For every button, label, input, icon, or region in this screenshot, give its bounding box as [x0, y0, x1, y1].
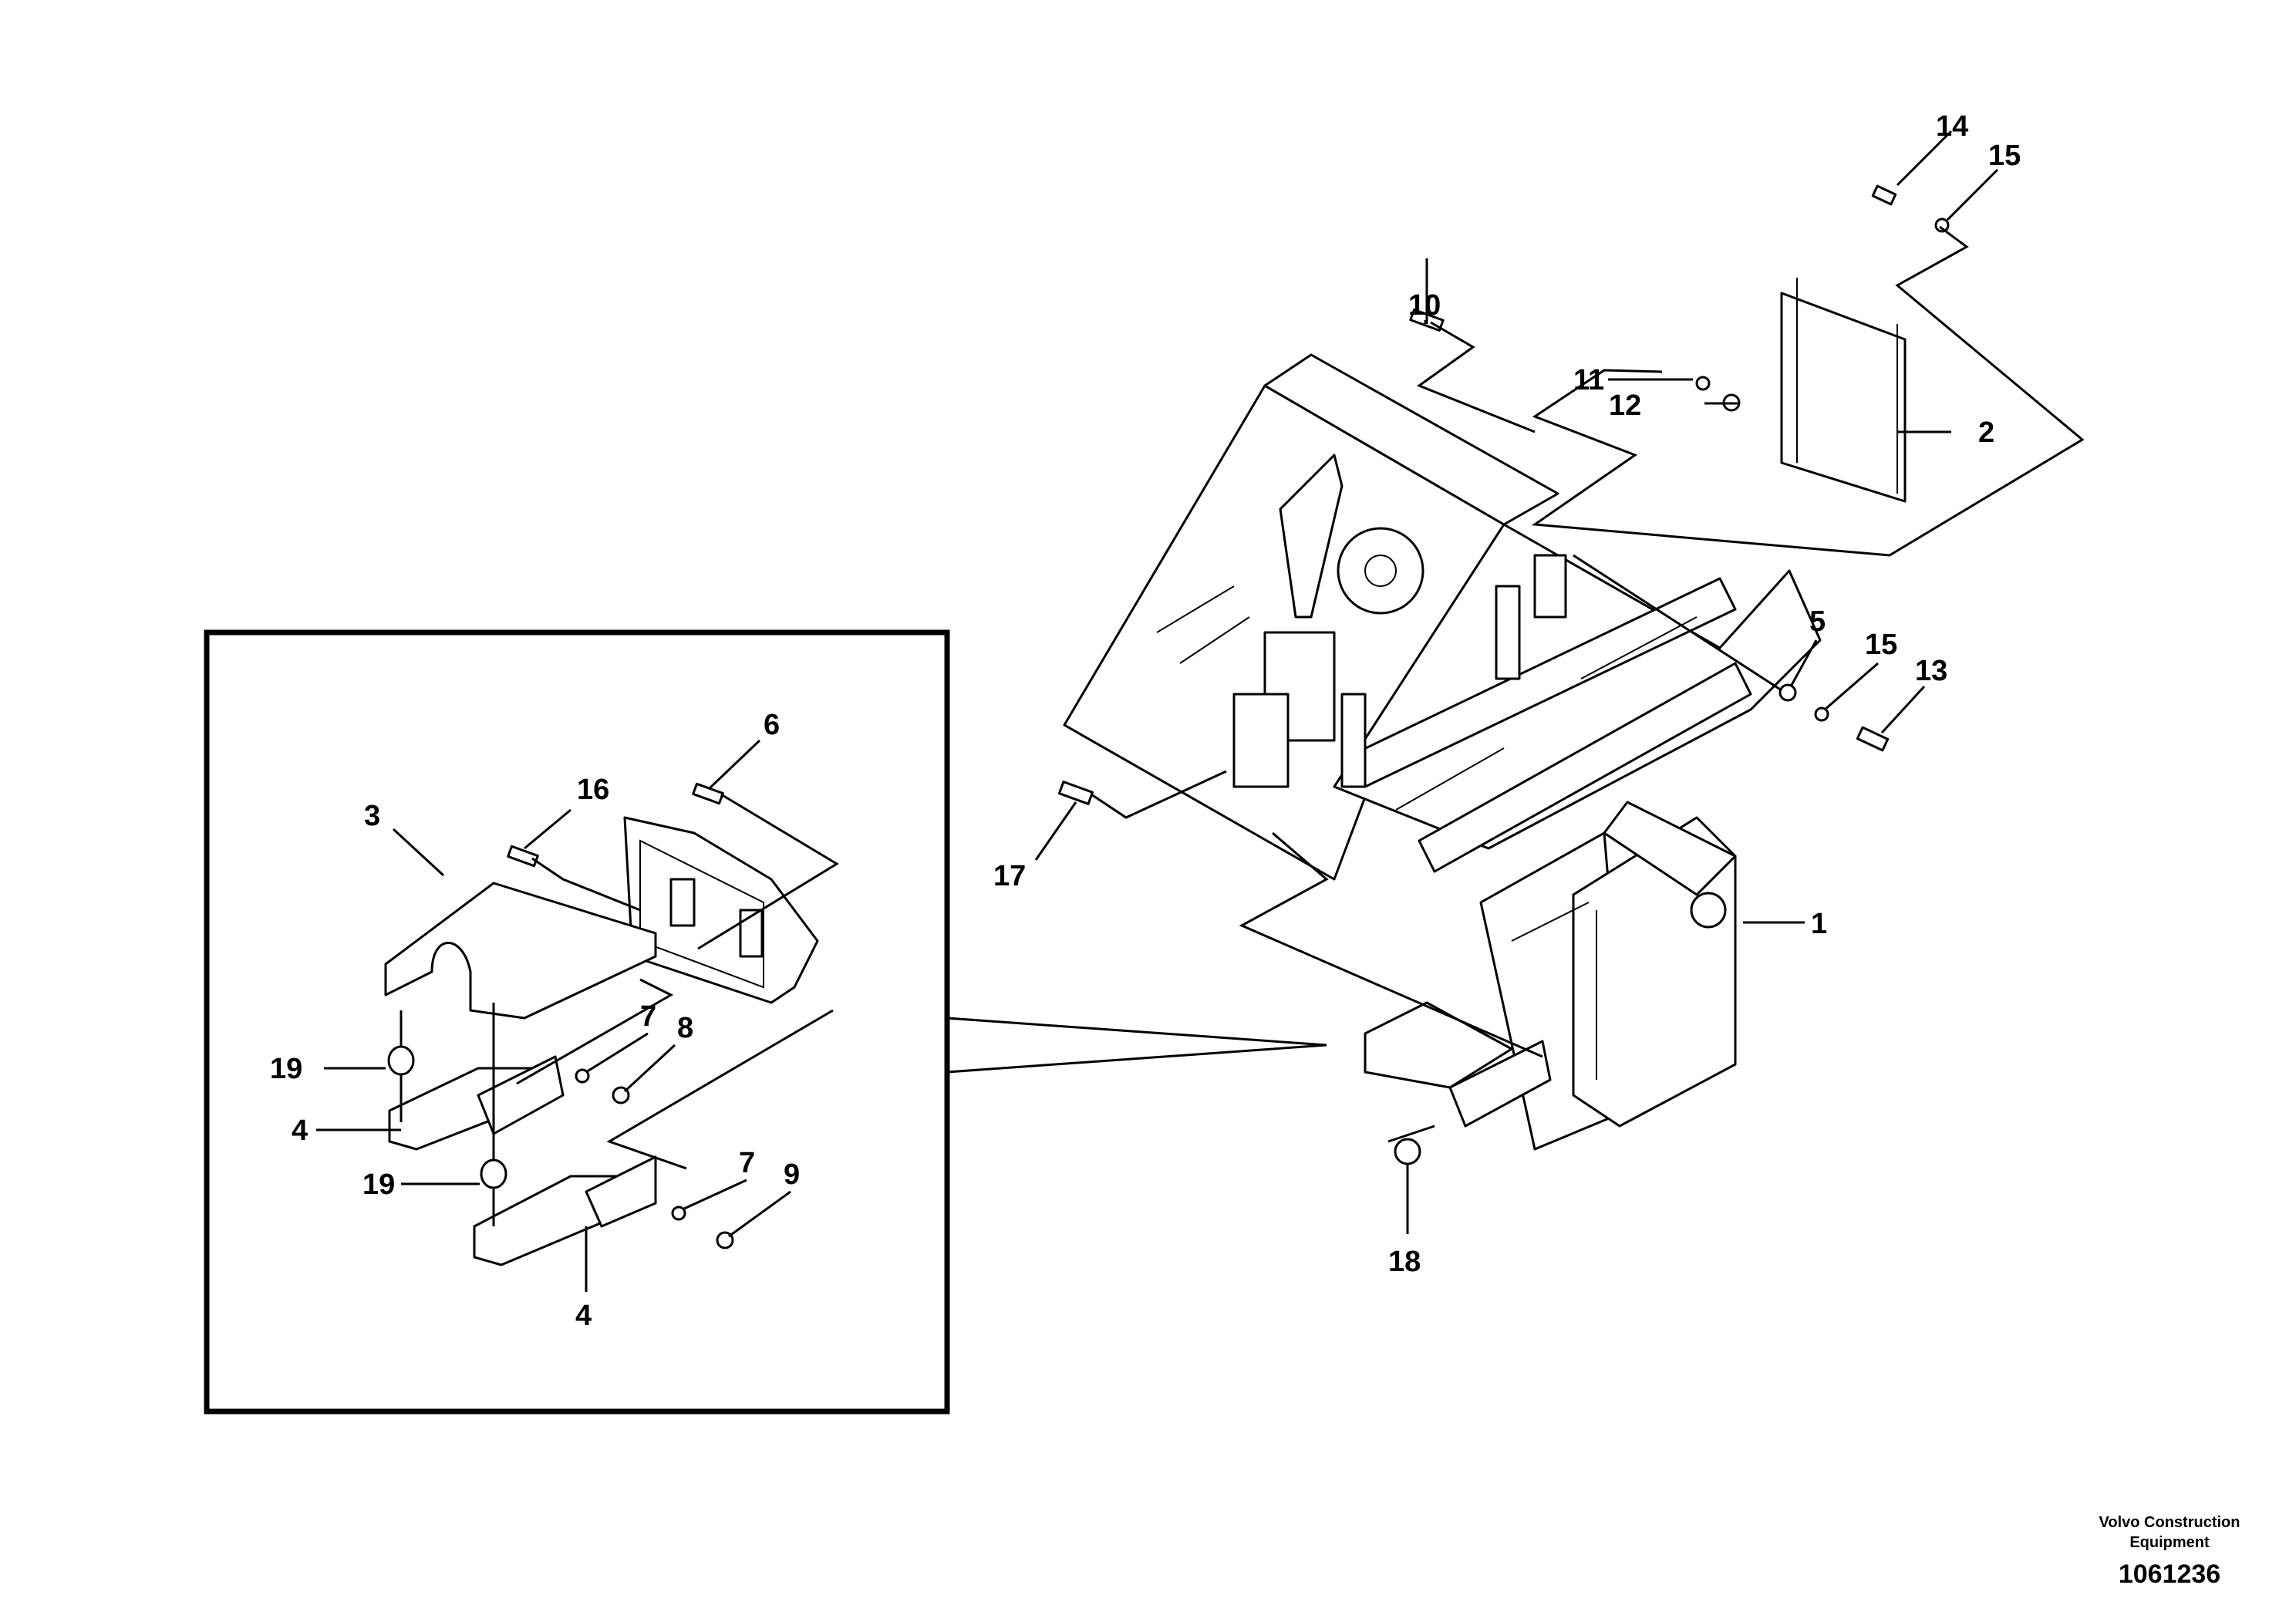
callout-18: 18 — [1388, 1246, 1421, 1278]
callout-19-lower: 19 — [362, 1168, 395, 1201]
detail-inset — [204, 629, 1327, 1415]
callout-19-upper: 19 — [270, 1053, 302, 1085]
callout-4-lower: 4 — [575, 1300, 592, 1332]
callout-6: 6 — [764, 709, 780, 741]
callout-10: 10 — [1408, 289, 1441, 322]
plate-part-2 — [1780, 278, 1907, 503]
leader-lines — [1034, 130, 2085, 1234]
footer: Volvo Construction Equipment 1061236 — [2099, 1514, 2240, 1589]
brand-line-2: Equipment — [2129, 1534, 2210, 1551]
callout-15-mid: 15 — [1865, 629, 1897, 661]
callout-9: 9 — [784, 1158, 800, 1191]
machine-frame — [1063, 353, 1822, 881]
brand-line-1: Volvo Construction — [2099, 1514, 2240, 1531]
callout-1: 1 — [1811, 908, 1827, 940]
callout-3: 3 — [364, 800, 380, 832]
callout-4-upper: 4 — [292, 1114, 308, 1147]
fasteners — [1057, 184, 1950, 1165]
callout-12: 12 — [1609, 389, 1641, 422]
bracket-assembly-part-1 — [1364, 801, 1737, 1151]
callout-8: 8 — [677, 1012, 693, 1044]
callout-7-upper: 7 — [640, 1000, 656, 1033]
callout-11: 11 — [1573, 364, 1604, 396]
callout-15-top: 15 — [1988, 140, 2021, 172]
callout-16: 16 — [577, 774, 609, 806]
callout-7-lower: 7 — [739, 1147, 755, 1179]
callout-13: 13 — [1915, 655, 1947, 687]
callout-5: 5 — [1809, 605, 1826, 638]
callout-17: 17 — [993, 860, 1026, 892]
callout-14: 14 — [1936, 110, 1968, 143]
callout-2: 2 — [1978, 416, 1994, 449]
callout-labels: 1 2 3 4 4 5 6 7 7 8 9 10 11 12 13 14 15 … — [270, 110, 2021, 1332]
document-number: 1061236 — [2119, 1560, 2220, 1589]
